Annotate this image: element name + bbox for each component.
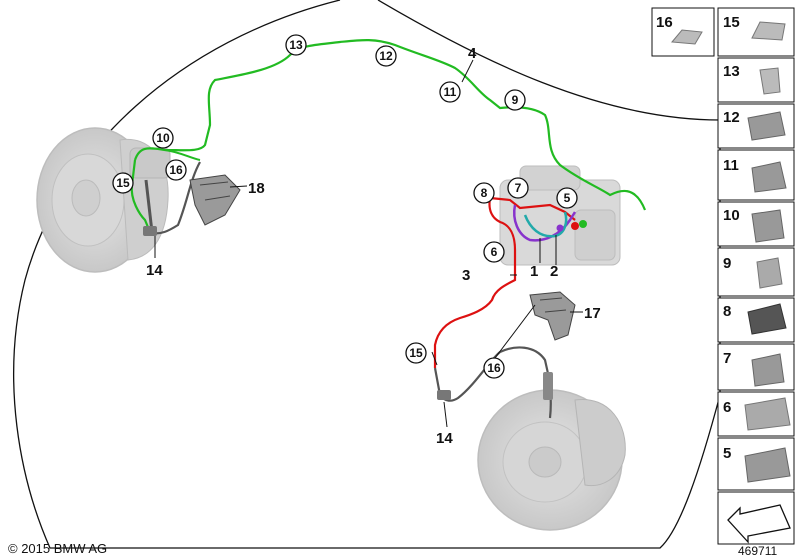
callout-number: 15	[409, 346, 423, 360]
circled-callout-12: 12	[375, 45, 397, 67]
callout-circle	[375, 45, 397, 67]
callout-circle	[504, 89, 526, 111]
car-body-outline	[13, 0, 721, 549]
callout-3: 3	[462, 267, 470, 284]
callout-18: 18	[248, 180, 265, 197]
callout-number: 11	[444, 85, 457, 99]
panel-part-16: 16	[656, 14, 673, 31]
circled-callout-7: 7	[507, 177, 529, 199]
panel-part-13: 13	[723, 63, 740, 80]
callout-number: 9	[512, 93, 519, 107]
rear-brake-disc-right	[477, 389, 626, 531]
panel-part-6: 6	[723, 399, 731, 416]
circled-callout-16b: 16	[483, 357, 505, 379]
panel-part-10: 10	[723, 207, 740, 224]
callout-number: 15	[116, 176, 130, 190]
callout-1: 1	[530, 263, 538, 280]
brake-line-red-to-unit	[489, 196, 576, 221]
callout-circle	[483, 357, 505, 379]
callout-number: 6	[491, 245, 498, 259]
circled-callout-9: 9	[504, 89, 526, 111]
callout-2: 2	[550, 263, 558, 280]
parts-panel	[651, 7, 795, 545]
callout-14b: 14	[436, 430, 453, 447]
leader-lines	[154, 59, 583, 428]
line-end-purple	[556, 224, 564, 232]
callout-number: 13	[289, 38, 303, 52]
callout-circle	[439, 81, 461, 103]
callout-14a: 14	[146, 262, 163, 279]
brake-line-teal	[523, 211, 568, 238]
hydraulic-unit	[499, 165, 621, 266]
callout-number: 5	[564, 191, 571, 205]
brake-line-green-left-connector	[164, 149, 201, 161]
callout-circle	[285, 34, 307, 56]
diagram-number: 469711	[738, 544, 778, 558]
panel-part-7: 7	[723, 350, 731, 367]
circled-callout-10: 10	[152, 127, 174, 149]
front-brake-disc-left	[36, 127, 171, 273]
callout-number: 8	[481, 186, 488, 200]
callout-circle	[112, 172, 134, 194]
callout-circle	[556, 187, 578, 209]
panel-part-9: 9	[723, 255, 731, 272]
callout-circle	[152, 127, 174, 149]
circled-callout-11: 11	[439, 81, 461, 103]
callout-4: 4	[468, 45, 477, 62]
callout-number: 10	[156, 131, 170, 145]
callout-circle	[473, 182, 495, 204]
copyright-text: © 2015 BMW AG	[8, 541, 108, 556]
circled-callout-16a: 16	[165, 159, 187, 181]
panel-part-15: 15	[723, 14, 740, 31]
brake-hose-front-left	[143, 161, 201, 236]
circled-callout-13: 13	[285, 34, 307, 56]
callout-circle	[165, 159, 187, 181]
brake-line-4-green	[133, 39, 647, 211]
circled-callout-8: 8	[473, 182, 495, 204]
navigation-arrow-icon	[727, 504, 791, 544]
callout-17: 17	[584, 305, 601, 322]
bracket-17	[529, 291, 576, 341]
bracket-18	[189, 174, 241, 226]
panel-part-5: 5	[723, 445, 731, 462]
circled-callout-6: 6	[483, 241, 505, 263]
circled-callout-5: 5	[556, 187, 578, 209]
callout-number: 7	[515, 181, 522, 195]
callout-number: 12	[379, 49, 393, 63]
circled-callout-15b: 15	[405, 342, 427, 364]
panel-part-11: 11	[723, 157, 739, 174]
callout-circle	[483, 241, 505, 263]
circled-callout-15a: 15	[112, 172, 134, 194]
callout-circle	[507, 177, 529, 199]
line-end-green	[579, 220, 587, 228]
callout-circle	[405, 342, 427, 364]
panel-part-8: 8	[723, 303, 731, 320]
callout-number: 16	[487, 361, 501, 375]
parts-panel-labels: 16 15 13 12 11 10 9 8 7 6 5	[656, 14, 740, 462]
panel-part-12: 12	[723, 109, 740, 126]
line-end-red	[571, 222, 579, 230]
callout-number: 16	[169, 163, 183, 177]
brake-line-3-red	[433, 197, 517, 368]
